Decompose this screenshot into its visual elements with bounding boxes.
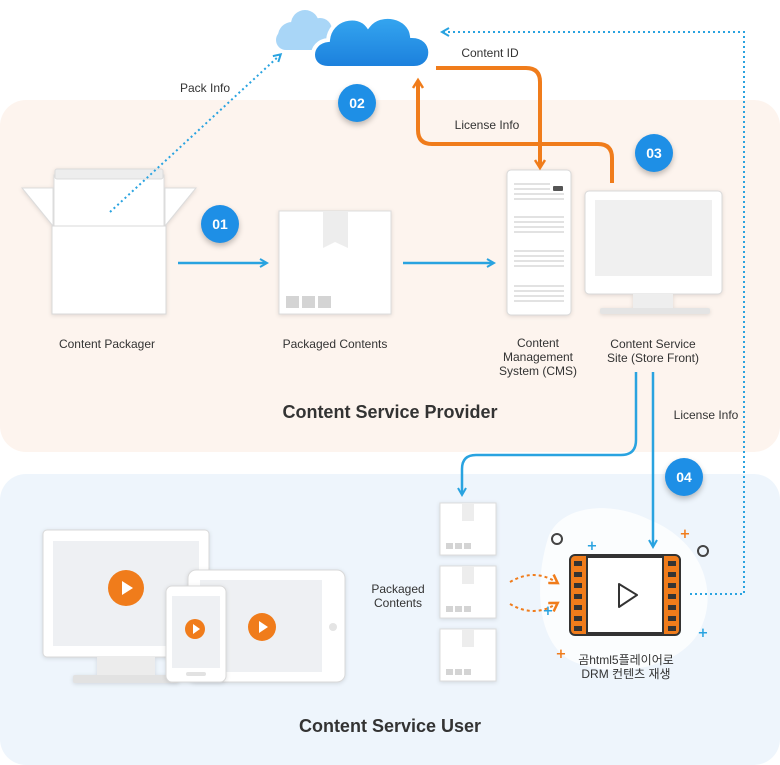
svg-text:+: + [698,626,709,641]
tablet-icon [187,569,346,683]
label-license-info-top: License Info [454,118,520,132]
title-provider-zone: Content Service Provider [282,402,498,422]
sparkle-decorations: + + + + + [543,527,709,662]
step-badge-04: 04 [665,458,703,496]
arrows [109,32,745,612]
server-icon [506,169,572,316]
label-pack-info: Pack Info [179,81,231,95]
label-cms: Content Management System (CMS) [499,336,577,378]
package-box-stack [439,502,497,682]
svg-text:+: + [556,647,567,662]
step-badge-02: 02 [338,84,376,122]
label-content-packager: Content Packager [58,337,156,351]
step-badge-01: 01 [201,205,239,243]
label-player: 곰html5플레이어로 DRM 컨텐츠 재생 [578,653,674,681]
monitor-icon [584,190,723,314]
label-packaged-contents-user: Packaged Contents [371,582,425,610]
package-box-icon [278,210,392,315]
svg-text:+: + [587,539,598,554]
title-user-zone: Content Service User [298,716,482,736]
film-player-icon [569,554,681,636]
cloud-icon [276,10,433,70]
label-content-id: Content ID [461,46,519,60]
label-store-front: Content Service Site (Store Front) [606,337,700,365]
label-license-info-right: License Info [673,408,739,422]
label-packaged-contents: Packaged Contents [282,337,388,351]
svg-text:+: + [543,604,554,619]
svg-text:+: + [680,527,691,542]
phone-icon [165,585,227,683]
open-box-icon [20,168,198,315]
step-badge-03: 03 [635,134,673,172]
